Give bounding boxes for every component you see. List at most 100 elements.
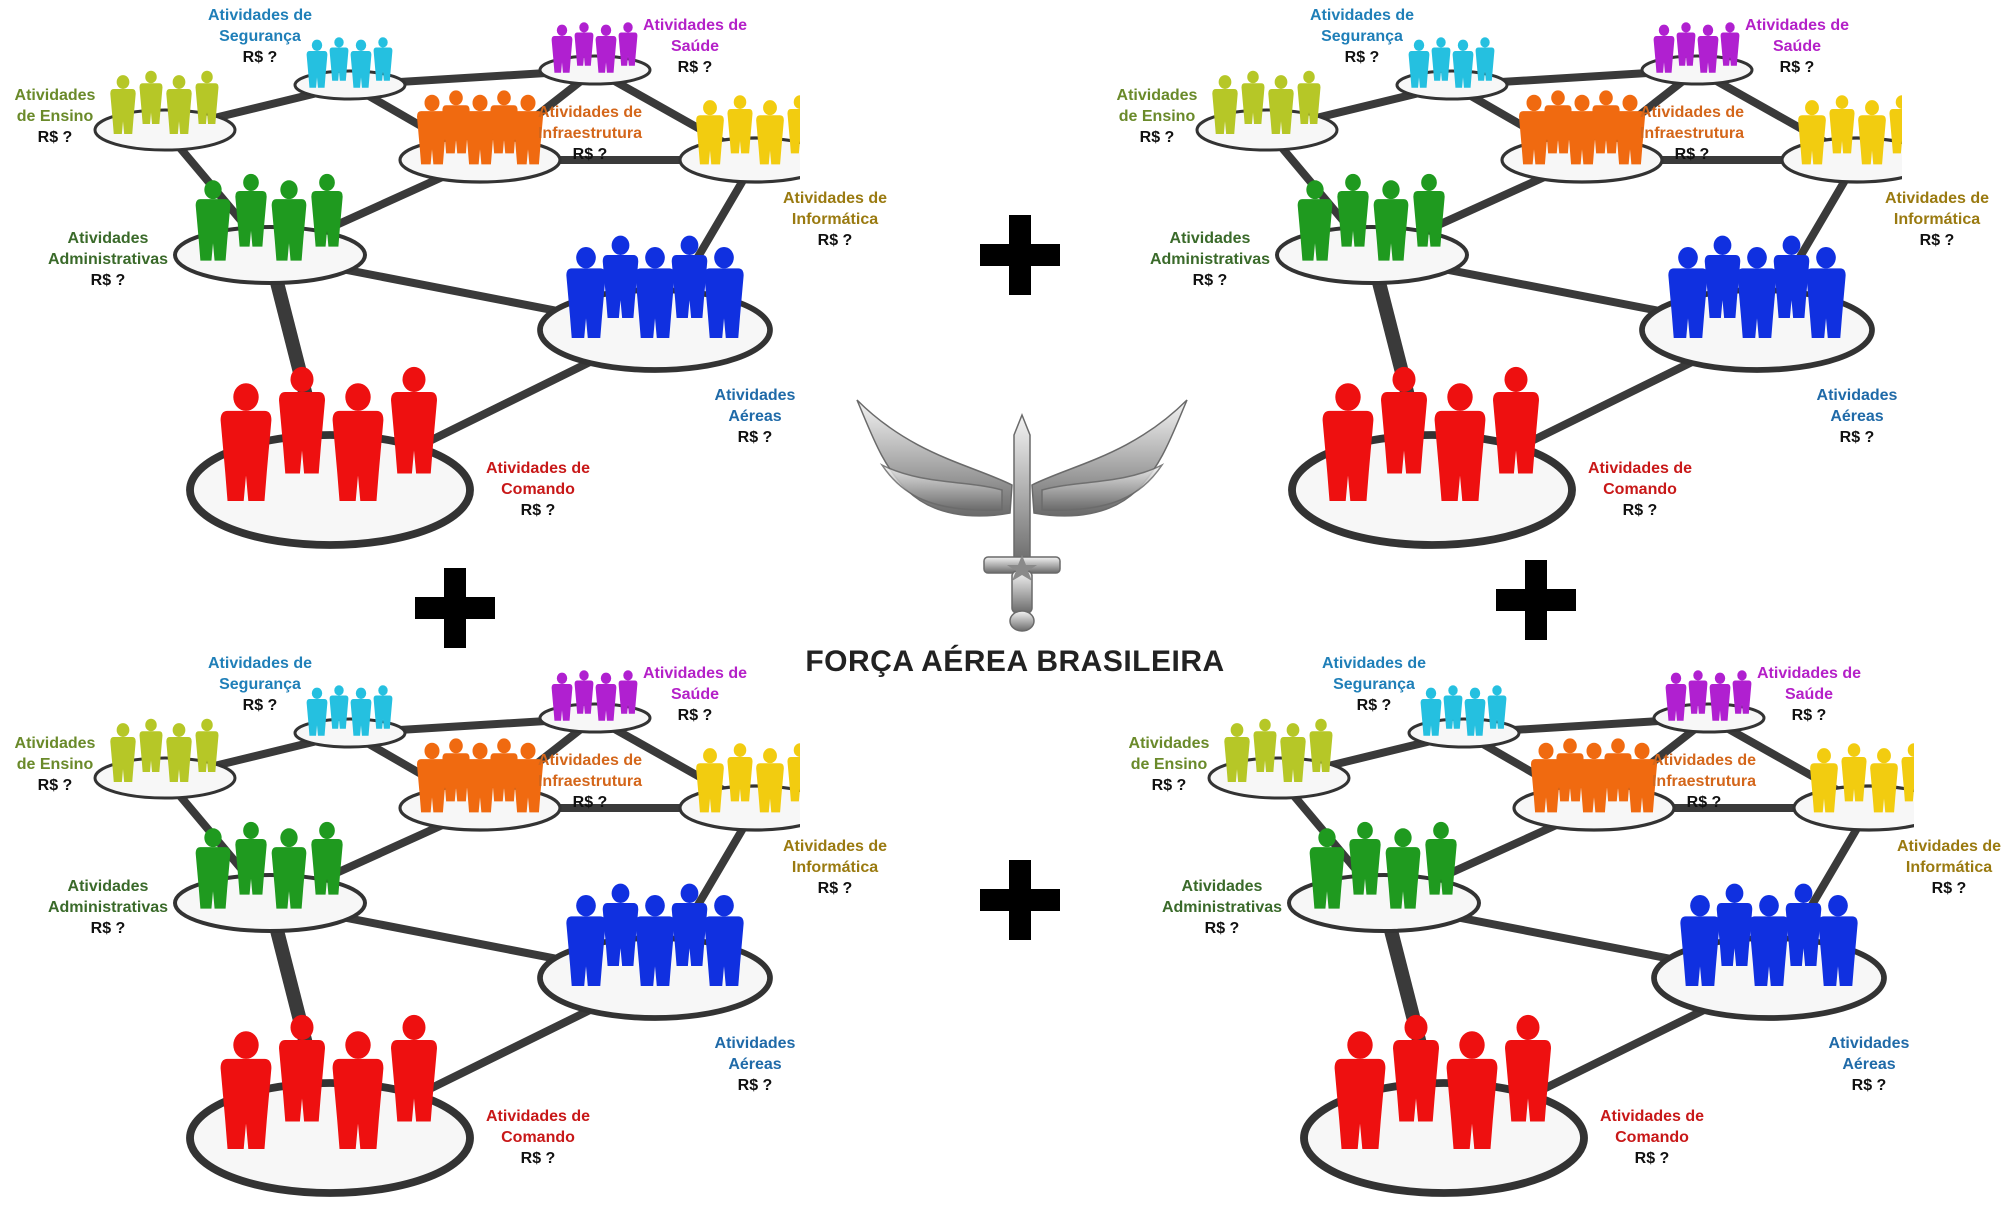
price-label: R$ ? [520,502,556,519]
group-node-saude [1652,670,1766,734]
price-label: R$ ? [737,1077,773,1094]
activity-name: Atividades de [1651,752,1757,769]
group-node-informatica [1792,743,1914,832]
price-label: R$ ? [677,59,713,76]
activity-name: Administrativas [1149,251,1271,268]
group-node-seguranca [1395,37,1509,101]
activity-name: Administrativas [47,899,169,916]
activity-name: de Ensino [1130,756,1208,773]
price-label: R$ ? [1344,49,1380,66]
activity-name: Atividades [67,878,149,895]
activity-name: Atividades de [207,655,313,672]
activity-name: Administrativas [1161,899,1283,916]
group-node-ensino [93,718,237,800]
price-label: R$ ? [242,49,278,66]
activity-name: Informática [1905,859,1993,876]
activity-name: Atividades de [1884,190,1990,207]
price-label: R$ ? [1791,707,1827,724]
activity-name: Atividades [1128,735,1210,752]
activity-name: Administrativas [47,251,169,268]
label-seguranca: Atividades de Segurança R$ ? [1282,5,1442,68]
activity-name: Informática [791,211,879,228]
activity-name: Atividades [14,735,96,752]
group-node-ensino [1195,70,1339,152]
price-label: R$ ? [242,697,278,714]
group-node-comando [1300,1014,1588,1197]
activity-name: Infraestrutura [537,773,643,790]
group-node-administrativas [1287,821,1481,933]
activity-name: Atividades de [1756,665,1862,682]
activity-name: Comando [1615,1129,1689,1146]
price-label: R$ ? [572,146,608,163]
activity-name: Infraestrutura [1639,125,1745,142]
price-label: R$ ? [817,232,853,249]
activity-name: Saúde [1784,686,1833,703]
activity-name: Informática [791,859,879,876]
price-label: R$ ? [1674,146,1710,163]
group-node-comando [186,1014,474,1197]
activity-name: Aéreas [1830,408,1884,425]
group-node-seguranca [293,685,407,749]
activity-name: Aéreas [1842,1056,1896,1073]
activity-name: Aéreas [728,408,782,425]
price-label: R$ ? [1622,502,1658,519]
price-label: R$ ? [1151,777,1187,794]
activity-name: Comando [501,1129,575,1146]
price-label: R$ ? [520,1150,556,1167]
group-node-aereas [537,883,773,1021]
group-node-administrativas [173,821,367,933]
activity-name: Segurança [1321,28,1403,45]
activity-name: Atividades de [1599,1108,1705,1125]
price-label: R$ ? [1779,59,1815,76]
activity-name: Atividades [67,230,149,247]
activity-name: Informática [1893,211,1981,228]
activity-name: de Ensino [16,756,94,773]
activity-name: Atividades de [485,1108,591,1125]
group-node-aereas [537,235,773,373]
price-label: R$ ? [37,129,73,146]
activity-name: Atividades de [1309,7,1415,24]
group-node-infraestrutura [398,738,562,832]
group-node-ensino [1207,718,1351,800]
label-ensino: Atividades de Ensino R$ ? [1089,733,1249,796]
group-node-administrativas [1275,173,1469,285]
price-label: R$ ? [817,880,853,897]
price-label: R$ ? [737,429,773,446]
activity-name: Atividades de [537,104,643,121]
group-node-ensino [93,70,237,152]
activity-name: Atividades de [1896,838,2002,855]
group-node-infraestrutura [1500,90,1664,184]
group-node-informatica [678,95,800,184]
activity-name: Atividades de [537,752,643,769]
activity-name: Comando [1603,481,1677,498]
price-label: R$ ? [1839,429,1875,446]
price-label: R$ ? [1851,1077,1887,1094]
activity-name: Segurança [1333,676,1415,693]
group-node-infraestrutura [398,90,562,184]
activity-name: Atividades [1169,230,1251,247]
plus-icon [1496,560,1576,640]
price-label: R$ ? [1204,920,1240,937]
group-node-aereas [1639,235,1875,373]
group-node-infraestrutura [1512,738,1676,832]
activity-name: Atividades [1828,1035,1910,1052]
group-node-seguranca [293,37,407,101]
activity-network-diagram: Atividades de Ensino R$ ? Atividades de Segu… [1114,648,2001,1208]
